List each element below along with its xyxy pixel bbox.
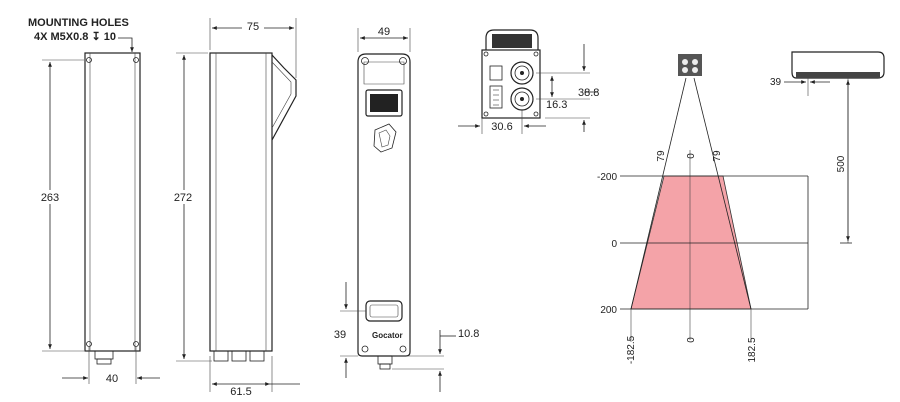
y-label-mid: 0 <box>611 239 617 250</box>
top-dim-c-label: 30.6 <box>491 121 512 133</box>
top-view-led-panel <box>489 85 503 109</box>
side-depth-label: 75 <box>247 21 259 33</box>
hole-spacing-label: 40 <box>106 373 118 385</box>
angle-left-label: 79 <box>656 150 667 162</box>
mounting-holes-title: MOUNTING HOLES <box>28 17 129 29</box>
front-height-label: 263 <box>41 192 59 204</box>
side-view-body <box>209 52 273 352</box>
side-height-label: 272 <box>174 192 192 204</box>
mounting-hole <box>86 341 92 347</box>
rear-window <box>365 89 403 117</box>
angle-right-label: 79 <box>712 150 723 162</box>
rear-connector-window <box>365 300 403 322</box>
top-view: 38.8 16.3 30.6 <box>458 29 599 134</box>
connector-upper-icon <box>510 61 534 85</box>
rear-window-height-label: 39 <box>334 329 346 341</box>
top-dim-a-label: 38.8 <box>578 87 599 99</box>
front-view-body <box>84 52 141 352</box>
front-view: 263 40 <box>38 52 160 385</box>
rear-width-label: 49 <box>378 26 390 38</box>
x-label-left: -182.5 <box>626 335 637 364</box>
top-dim-b-label: 16.3 <box>546 99 567 111</box>
rear-connector-offset-label: 10.8 <box>458 328 479 340</box>
standoff-label: 500 <box>836 155 847 172</box>
mounting-hole <box>133 57 139 63</box>
measurement-range-area <box>630 175 752 310</box>
y-label-bottom: 200 <box>600 305 617 316</box>
sensor-icon <box>678 54 702 76</box>
rear-view: Gocator 49 39 10.8 <box>334 26 479 392</box>
mounting-holes-leader <box>118 37 134 52</box>
connector <box>94 350 114 360</box>
mounting-holes-note: MOUNTING HOLES 4X M5X0.8 ↧ 10 <box>28 17 134 52</box>
rear-view-body <box>357 53 411 357</box>
rear-brand-text: Gocator <box>372 331 403 340</box>
angle-center-label: 0 <box>686 153 697 159</box>
top-view-status-panel <box>489 65 503 81</box>
side-view-bracket <box>271 54 297 141</box>
top-view-body <box>481 49 541 119</box>
mounting-hole <box>133 341 139 347</box>
side-base-label: 61.5 <box>230 386 251 398</box>
fov-diagram: 500 39 79 0 79 -200 0 200 -182.5 0 182.5 <box>597 51 885 364</box>
mounting-hole <box>86 57 92 63</box>
x-label-right: 182.5 <box>747 337 758 362</box>
rear-logo-icon <box>373 123 397 153</box>
mounting-holes-spec: 4X M5X0.8 ↧ 10 <box>34 31 116 43</box>
sensor-side-icon <box>791 51 885 79</box>
top-view-handle <box>485 29 539 50</box>
side-view: 75 272 61.5 <box>170 18 300 398</box>
x-label-center: 0 <box>686 337 697 343</box>
clearance-label: 39 <box>770 77 782 88</box>
y-label-top: -200 <box>597 172 617 183</box>
